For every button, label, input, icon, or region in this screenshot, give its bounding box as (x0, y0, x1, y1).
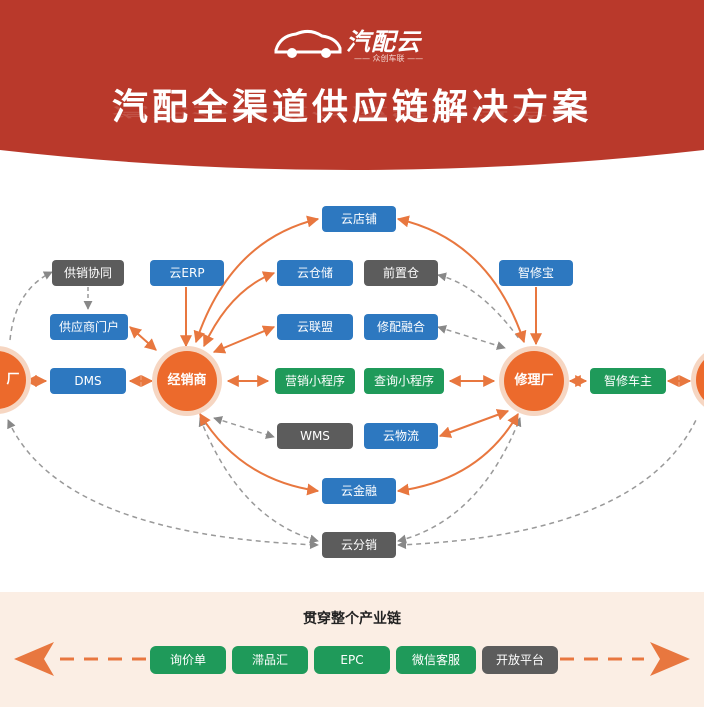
repair-shop-hub[interactable]: 修理厂 (504, 351, 564, 411)
cloud-alliance-box[interactable]: 云联盟 (277, 314, 353, 340)
header-banner: 汽配云 —— 众创车联 —— 汽配全渠道供应链解决方案 汽配全渠道供应链解决方案 (0, 0, 704, 175)
chip-open-platform[interactable]: 开放平台 (482, 646, 558, 674)
chip-stale-parts[interactable]: 滞品汇 (232, 646, 308, 674)
logo-text: 汽配云 (346, 28, 421, 56)
connector-lines (7, 215, 697, 550)
page-title: 汽配全渠道供应链解决方案 (111, 87, 592, 128)
factory-hub-right[interactable]: 厂 (696, 351, 704, 409)
header-background (0, 0, 704, 170)
wms-box[interactable]: WMS (277, 423, 353, 449)
dashed-dealer-wms (213, 416, 275, 439)
parts-fusion-box[interactable]: 修配融合 (364, 314, 438, 340)
query-miniprogram-box[interactable]: 查询小程序 (364, 368, 444, 394)
arrow-dealer-alliance (212, 325, 276, 354)
arrow-logistics-repair (438, 409, 510, 438)
brand-logo: 汽配云 —— 众创车联 —— (270, 22, 440, 64)
chip-epc[interactable]: EPC (314, 646, 390, 674)
cloud-distribution-box[interactable]: 云分销 (322, 532, 396, 558)
arrow-dealer-finance (199, 412, 320, 496)
cloud-finance-box[interactable]: 云金融 (322, 478, 396, 504)
logo-subtitle: —— 众创车联 —— (354, 54, 424, 63)
front-warehouse-box[interactable]: 前置仓 (364, 260, 438, 286)
dms-box[interactable]: DMS (50, 368, 126, 394)
dashed-fusion-repair (437, 325, 506, 350)
dashed-arc-bottom-right (397, 419, 697, 550)
supplier-portal-box[interactable]: 供应商门户 (50, 314, 128, 340)
band-title: 贯穿整个产业链 (303, 611, 401, 627)
dashed-arc-bottom-left (7, 419, 319, 550)
marketing-miniprogram-box[interactable]: 营销小程序 (275, 368, 355, 394)
arrow-portal-dealer (129, 326, 157, 351)
arrow-head-right (650, 642, 690, 676)
arrow-head-left (14, 642, 54, 676)
cloud-erp-box[interactable]: 云ERP (150, 260, 224, 286)
chip-wechat-service[interactable]: 微信客服 (396, 646, 476, 674)
arrow-finance-repair (396, 412, 519, 496)
dashed-arc-top-left (9, 271, 53, 341)
supplier-collab-box[interactable]: 供销协同 (52, 260, 124, 286)
cloud-logistics-box[interactable]: 云物流 (364, 423, 438, 449)
arrow-store-repair (396, 215, 527, 344)
dealer-hub[interactable]: 经销商 (157, 351, 217, 411)
arrow-dealer-warehouse (203, 271, 276, 348)
car-owner-box[interactable]: 智修车主 (590, 368, 666, 394)
zhixiubao-box[interactable]: 智修宝 (499, 260, 573, 286)
car-logo-icon (274, 29, 342, 58)
cloud-warehouse-box[interactable]: 云仓储 (277, 260, 353, 286)
chip-inquiry[interactable]: 询价单 (150, 646, 226, 674)
bottom-arrow (14, 642, 690, 676)
cloud-store-box[interactable]: 云店铺 (322, 206, 396, 232)
